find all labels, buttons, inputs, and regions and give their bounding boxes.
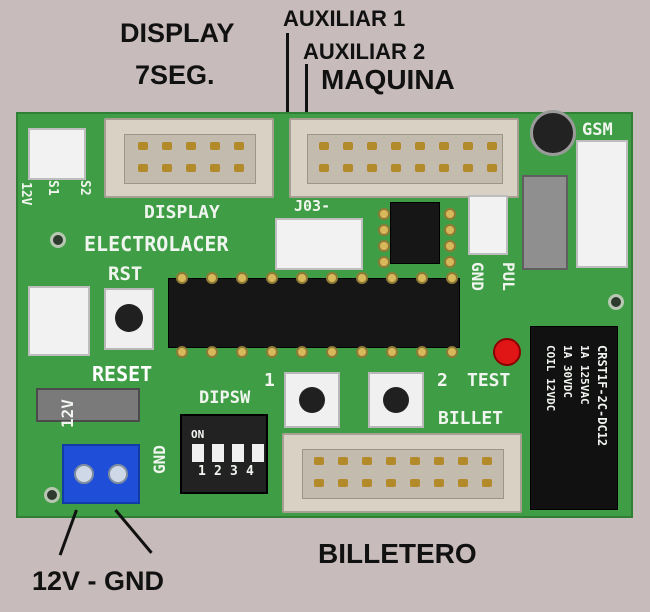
silk-j3-label: J03- — [294, 197, 331, 215]
maquina-header-connector[interactable] — [289, 118, 519, 198]
relay: CRST1F-2C-DC12 1A 125VAC 1A 30VDC COIL 1… — [530, 326, 618, 510]
auxiliar-connector[interactable] — [275, 218, 363, 270]
annotation-7seg: 7SEG. — [135, 60, 215, 90]
silk-rst-label: RST — [108, 263, 143, 285]
silk-12v-left: 12V — [18, 182, 33, 206]
silk-test-label: TEST — [467, 370, 511, 391]
reset-button[interactable] — [104, 288, 154, 350]
mounting-hole — [50, 232, 66, 248]
button-2[interactable] — [368, 372, 424, 428]
silk-dip-2: 2 — [214, 464, 222, 479]
silk-button-2-label: 2 — [437, 370, 448, 391]
electrolytic-capacitor — [530, 110, 576, 156]
relay-text-line4: COIL 12VDC — [544, 345, 557, 412]
main-microcontroller — [168, 278, 460, 348]
relay-text-line1: CRST1F-2C-DC12 — [595, 345, 609, 447]
silk-dipsw-label: DIPSW — [199, 388, 251, 408]
annotation-maquina: MAQUINA — [321, 64, 455, 95]
s1-s2-connector[interactable] — [28, 128, 86, 180]
silk-dip-1: 1 — [198, 464, 206, 479]
billetero-header-connector[interactable] — [282, 433, 522, 513]
eight-pin-ic — [390, 202, 440, 264]
silk-gnd-power: GND — [150, 445, 169, 474]
display-header-connector[interactable] — [104, 118, 274, 198]
power-terminal-block[interactable] — [62, 444, 140, 504]
silk-gsm-label: GSM — [582, 120, 613, 140]
silk-12v-power: 12V — [58, 399, 77, 428]
relay-text-line3: 1A 30VDC — [561, 345, 574, 398]
test-led — [493, 338, 521, 366]
silk-pul: PUL — [499, 262, 518, 291]
relay-text-line2: 1A 125VAC — [578, 345, 591, 405]
annotation-auxiliar-1: AUXILIAR 1 — [283, 6, 406, 31]
silk-button-1-label: 1 — [264, 370, 275, 391]
silk-s2: S2 — [77, 180, 92, 196]
mounting-hole — [608, 294, 624, 310]
silk-dip-3: 3 — [230, 464, 238, 479]
silk-display-label: DISPLAY — [144, 202, 220, 223]
silk-dip-on: ON — [191, 428, 205, 441]
annotation-display: DISPLAY — [120, 18, 235, 48]
power-component — [36, 388, 140, 422]
mounting-hole — [44, 487, 60, 503]
button-1[interactable] — [284, 372, 340, 428]
voltage-regulator — [522, 175, 568, 270]
pul-connector[interactable] — [468, 195, 508, 255]
left-side-connector[interactable] — [28, 286, 90, 356]
silk-electrolacer-label: ELECTROLACER — [84, 232, 229, 256]
silk-reset-label: RESET — [92, 362, 153, 386]
silk-gnd-right: GND — [468, 262, 487, 291]
gsm-connector[interactable] — [576, 140, 628, 268]
silk-s1: S1 — [45, 180, 60, 196]
annotation-power: 12V - GND — [32, 566, 165, 596]
silk-billet-label: BILLET — [438, 408, 504, 429]
annotation-auxiliar-2: AUXILIAR 2 — [303, 39, 426, 64]
silk-dip-4: 4 — [246, 464, 254, 479]
dip-switch[interactable] — [180, 414, 268, 494]
annotation-billetero: BILLETERO — [318, 538, 477, 569]
